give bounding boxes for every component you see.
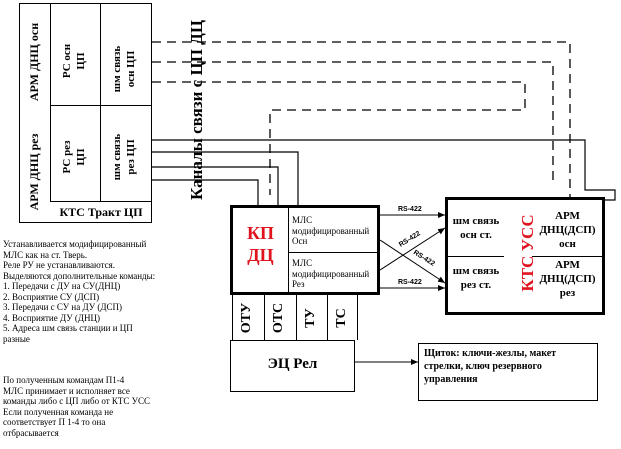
kts-trakt-footer: КТС Тракт ЦП (59, 205, 143, 219)
kts-uss-divider-h2 (532, 256, 603, 257)
signal-ots: ОТС (271, 302, 286, 334)
kts-trakt-divider-v2 (100, 3, 101, 201)
solid-channel-4 (152, 179, 259, 205)
solid-channel-lines (152, 139, 616, 205)
rs422-label-bottom: RS-422 (398, 279, 422, 286)
signal-divider-3 (327, 295, 328, 340)
kts-trakt-divider-h (50, 105, 152, 106)
signal-divider-1 (264, 295, 265, 340)
arm-dnc-osn-label: АРМ ДНЦ осн (27, 22, 41, 102)
ec-rel-block (230, 340, 355, 392)
rs422-label-top: RS-422 (398, 206, 422, 213)
kts-trakt-divider-v1 (50, 3, 51, 201)
dashed-channel-inner (152, 81, 526, 195)
rs422-link-cross-2 (372, 227, 446, 277)
signal-tu: ТУ (303, 308, 318, 328)
kts-uss-divider-h1 (447, 256, 504, 257)
dashed-channel-middle (152, 61, 554, 180)
kp-dc-divider-v (288, 207, 289, 293)
solid-channel-3 (152, 166, 279, 205)
kts-trakt-footer-line (50, 201, 152, 202)
dashed-channel-lines (152, 41, 571, 201)
arm-dnc-rez-label: АРМ ДНЦ рез (27, 133, 41, 211)
kp-dc-block (230, 205, 380, 295)
shield-box (418, 343, 598, 401)
signal-divider-2 (296, 295, 297, 340)
kts-trakt-panel (19, 3, 152, 223)
solid-channel-outer (152, 139, 616, 201)
kp-dc-divider-h (288, 252, 378, 253)
dashed-channel-outer (152, 41, 571, 201)
rs422-links (372, 212, 446, 291)
channels-label: Каналы связи с ЦП ДЦ (187, 19, 206, 200)
signal-column-outline (232, 295, 358, 340)
signal-ts: ТС (334, 308, 349, 328)
signal-otu: ОТУ (239, 302, 254, 334)
ec-rel-label: ЭЦ Рел (267, 356, 318, 372)
solid-channel-2 (152, 151, 299, 205)
